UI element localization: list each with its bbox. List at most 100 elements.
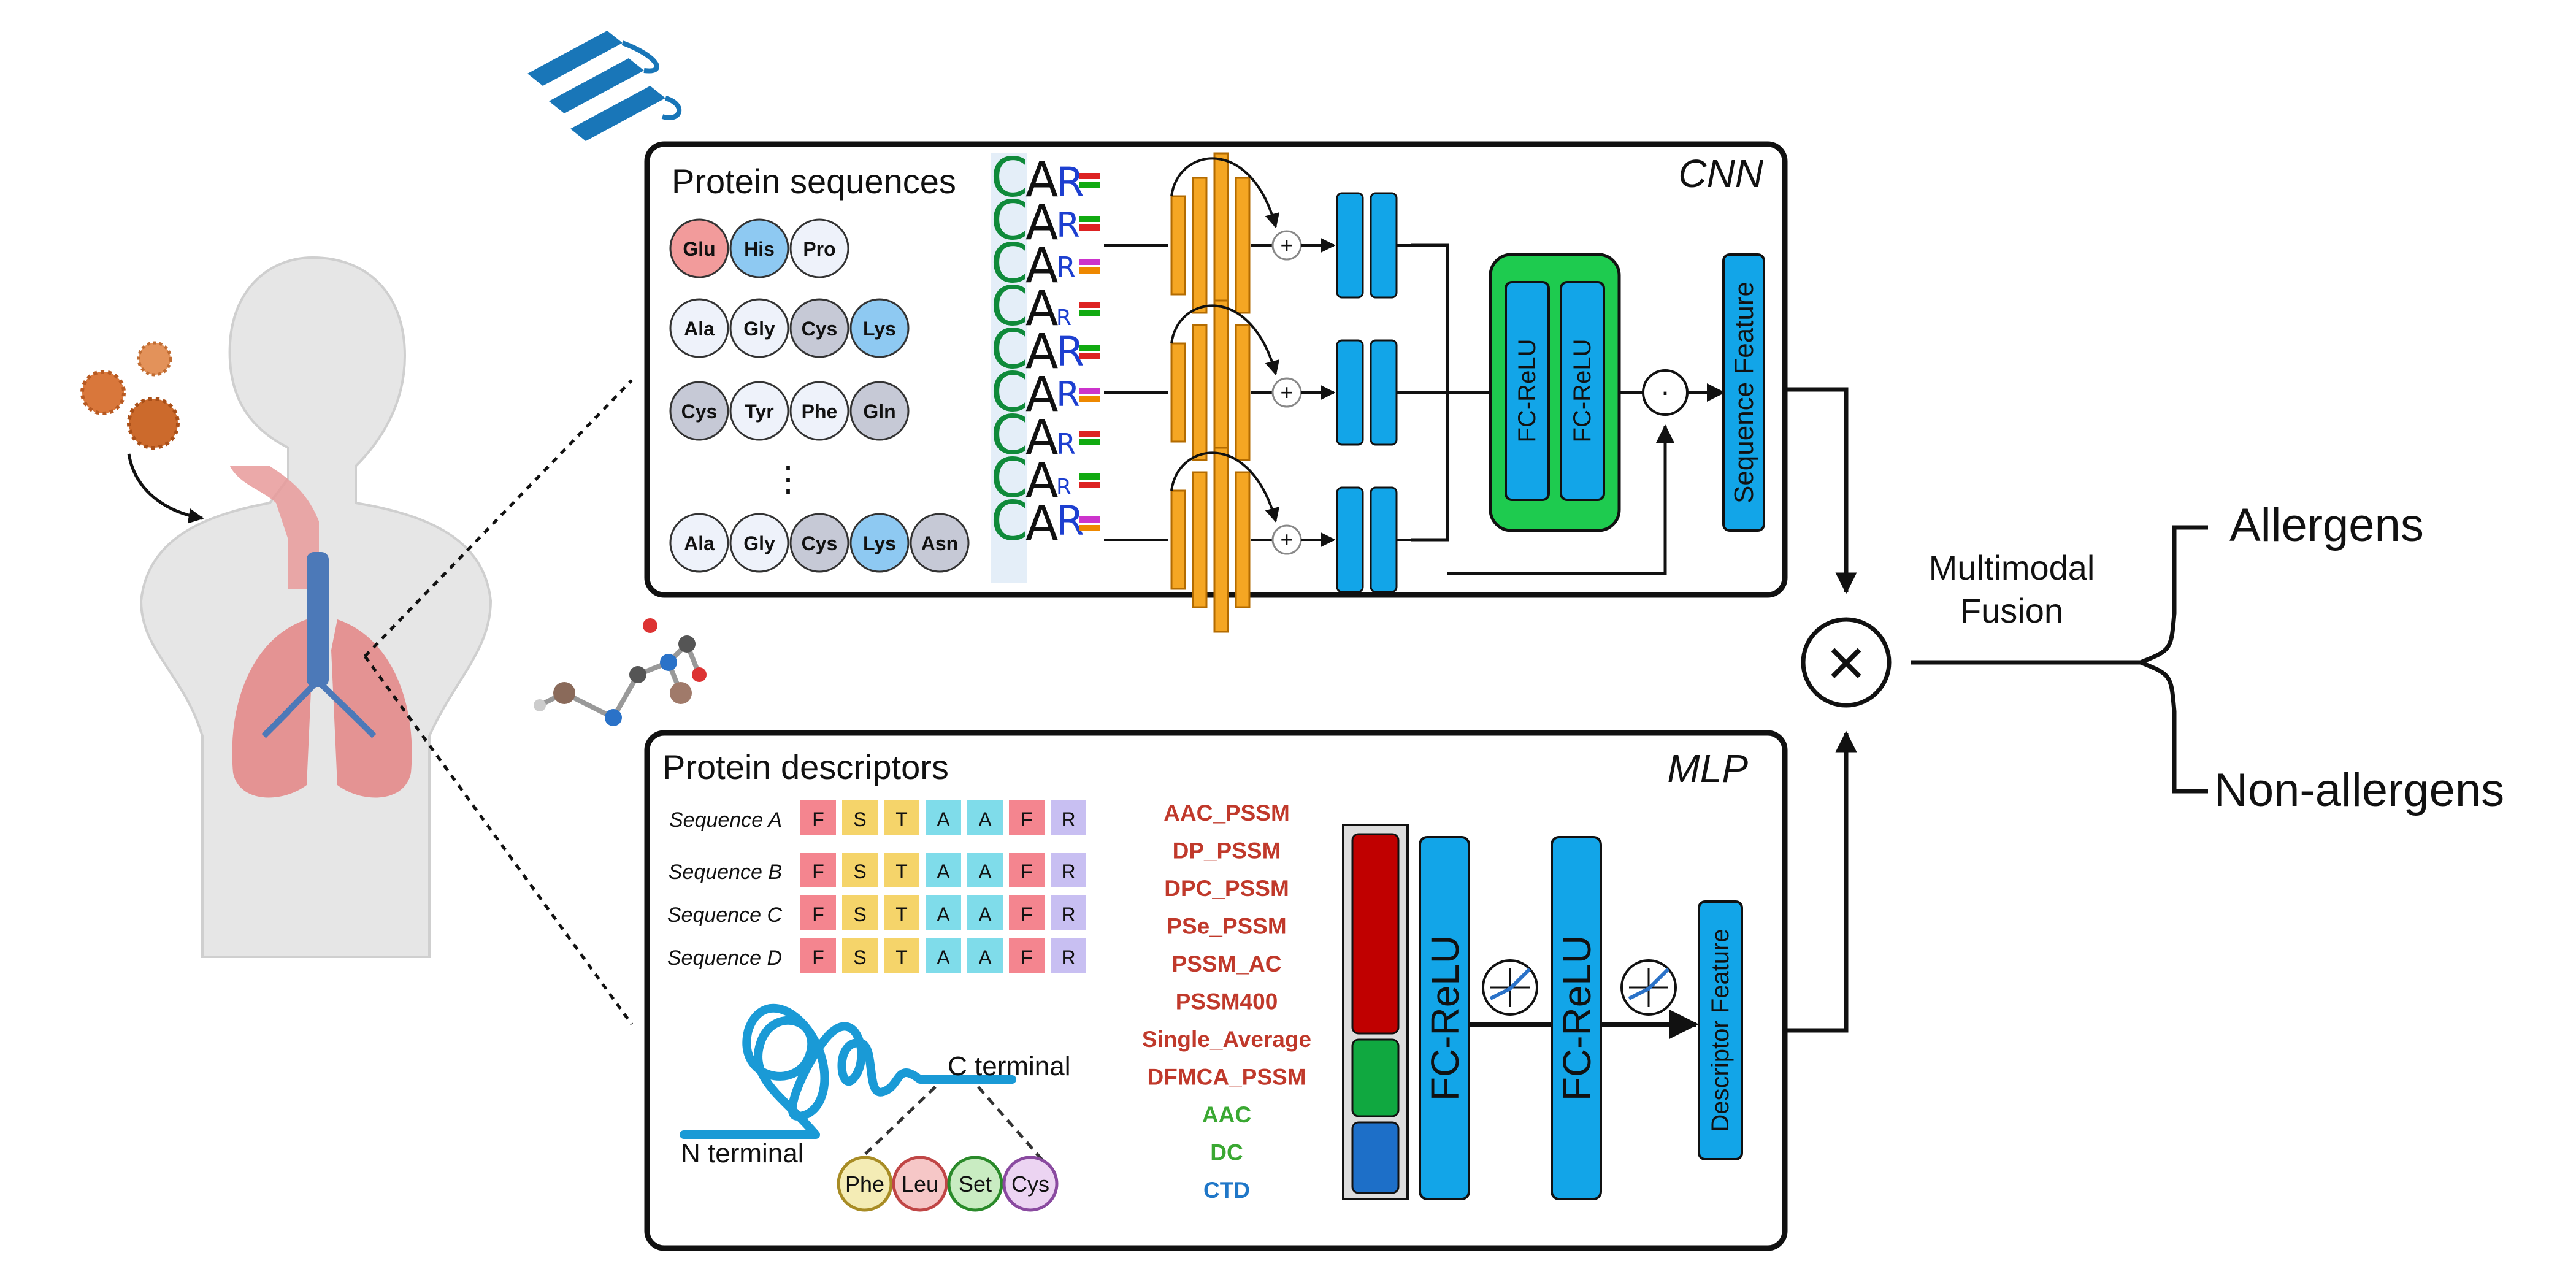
svg-text:R: R xyxy=(1056,475,1071,500)
descriptor-item: AAC_PSSM xyxy=(1163,800,1290,826)
output-allergens: Allergens xyxy=(2229,499,2424,551)
mlp-fc-label-2: FC-ReLU xyxy=(1555,935,1599,1101)
amino-acid-gly: Gly xyxy=(729,513,789,573)
logo-column: CAR xyxy=(991,189,1100,252)
svg-text:C: C xyxy=(991,189,1028,252)
svg-text:R: R xyxy=(1056,305,1071,331)
logo-column: CAR xyxy=(991,404,1100,467)
svg-text:T: T xyxy=(895,946,908,968)
svg-text:His: His xyxy=(744,238,775,260)
fusion-label-line1: Multimodal xyxy=(1929,548,2095,587)
svg-text:F: F xyxy=(1021,808,1033,830)
svg-text:A: A xyxy=(978,946,992,968)
svg-text:R: R xyxy=(1056,375,1080,415)
svg-text:+: + xyxy=(1280,527,1293,552)
inhale-arrow xyxy=(127,453,204,524)
svg-text:Sequence D: Sequence D xyxy=(667,946,782,970)
terminal-residue-phe: Phe xyxy=(837,1156,893,1212)
amino-acid-lys: Lys xyxy=(849,298,910,358)
cnn-fc-block: FC-ReLU FC-ReLU xyxy=(1489,253,1621,532)
svg-text:A: A xyxy=(1025,410,1058,466)
svg-text:Sequence A: Sequence A xyxy=(669,808,782,832)
svg-text:R: R xyxy=(1061,903,1075,926)
descriptor-item: DPC_PSSM xyxy=(1164,876,1289,901)
zoom-line-bottom xyxy=(363,655,634,1025)
svg-text:A: A xyxy=(1025,282,1058,337)
dot-product-op xyxy=(1642,369,1689,416)
svg-text:R: R xyxy=(1056,251,1076,284)
svg-text:A: A xyxy=(1025,496,1058,551)
descriptor-item: PSe_PSSM xyxy=(1167,914,1286,939)
svg-text:S: S xyxy=(853,808,866,830)
protein-chain-illustration xyxy=(680,1003,1044,1162)
svg-text:Gly: Gly xyxy=(743,318,775,340)
amino-acid-ala: Ala xyxy=(669,513,729,573)
svg-text:Phe: Phe xyxy=(802,401,838,423)
conv-branches: + + + xyxy=(1104,152,1411,633)
svg-text:Cys: Cys xyxy=(1011,1171,1049,1197)
logo-column: CAR xyxy=(991,447,1100,510)
svg-text:F: F xyxy=(812,946,824,968)
conv-branch-2: + xyxy=(1104,299,1411,486)
amino-acid-gly: Gly xyxy=(729,298,789,358)
add-op: + xyxy=(1271,230,1302,261)
svg-text:Gly: Gly xyxy=(743,532,775,554)
svg-text:T: T xyxy=(895,903,908,926)
amino-acid-glu: Glu xyxy=(669,218,729,278)
svg-text:Glu: Glu xyxy=(683,238,715,260)
svg-text:T: T xyxy=(895,808,908,830)
svg-text:T: T xyxy=(895,861,908,883)
descriptor-item: PSSM400 xyxy=(1176,989,1278,1014)
conv-branch-1: + xyxy=(1104,152,1411,339)
svg-text:A: A xyxy=(1025,196,1058,251)
svg-text:+: + xyxy=(1280,380,1293,405)
svg-text:C: C xyxy=(991,447,1028,510)
descriptor-feature-block xyxy=(1698,900,1743,1160)
cnn-model-label: CNN xyxy=(1678,151,1763,196)
mlp-panel-title: Protein descriptors xyxy=(662,748,949,786)
amino-acid-cys: Cys xyxy=(789,513,849,573)
descriptor-item: DC xyxy=(1210,1140,1243,1165)
conv-branch-3: + xyxy=(1104,447,1411,633)
svg-text:S: S xyxy=(853,861,866,883)
svg-text:F: F xyxy=(812,808,824,830)
svg-text:R: R xyxy=(1061,861,1075,883)
amino-acid-gln: Gln xyxy=(849,381,910,441)
cnn-panel-title: Protein sequences xyxy=(672,162,956,201)
svg-text:F: F xyxy=(1021,861,1033,883)
molecule-icon xyxy=(534,618,707,726)
terminal-residue-cys: Cys xyxy=(1002,1156,1059,1212)
svg-text:A: A xyxy=(1025,367,1058,423)
activation-icon-2 xyxy=(1620,959,1677,1016)
svg-text:C: C xyxy=(991,361,1028,424)
svg-text:F: F xyxy=(812,903,824,926)
descriptor-item: DP_PSSM xyxy=(1173,838,1281,864)
svg-text:A: A xyxy=(978,903,992,926)
descriptor-stack xyxy=(1342,824,1409,1200)
protein-ribbon-icon xyxy=(527,31,681,141)
descriptor-item: DFMCA_PSSM xyxy=(1147,1065,1306,1090)
cnn-fc-label-2: FC-ReLU xyxy=(1569,339,1596,443)
svg-text:Cys: Cys xyxy=(802,532,838,554)
mlp-fc-layer-1 xyxy=(1419,836,1470,1200)
svg-text:Tyr: Tyr xyxy=(745,401,773,423)
zoom-line-top xyxy=(364,379,633,657)
svg-text:C: C xyxy=(991,318,1028,381)
svg-text:S: S xyxy=(853,946,866,968)
svg-text:R: R xyxy=(1056,427,1076,461)
amino-acid-tyr: Tyr xyxy=(729,381,789,441)
svg-text:Asn: Asn xyxy=(921,532,958,554)
svg-text:Sequence B: Sequence B xyxy=(669,861,782,884)
logo-column: CAR xyxy=(991,489,1100,553)
descriptor-item: CTD xyxy=(1203,1178,1250,1203)
svg-text:Ala: Ala xyxy=(684,318,715,340)
descriptor-feature-label: Descriptor Feature xyxy=(1707,929,1734,1132)
add-op: + xyxy=(1271,524,1302,555)
